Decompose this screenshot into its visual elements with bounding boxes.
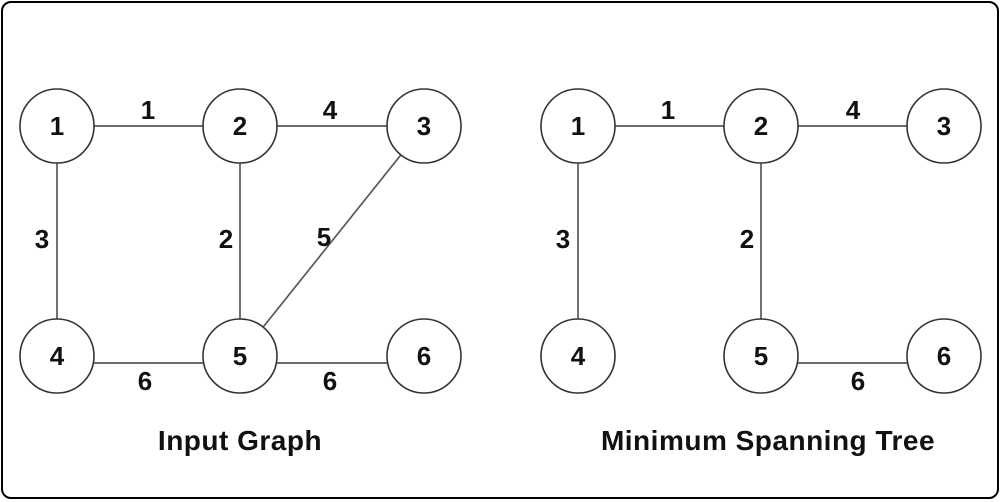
node-label-6: 6 (937, 341, 951, 371)
node-1 (19, 88, 95, 164)
node-5 (723, 318, 799, 394)
edge-weight-1-4: 3 (35, 224, 49, 254)
node-6 (906, 318, 982, 394)
edge-weight-5-6: 6 (851, 366, 865, 396)
edge-weight-2-5: 2 (219, 224, 233, 254)
edge-3-5 (239, 125, 425, 357)
edge-weight-1-4: 3 (556, 224, 570, 254)
node-3 (906, 88, 982, 164)
edge-weight-1-2: 1 (141, 95, 155, 125)
node-label-2: 2 (233, 111, 247, 141)
edge-weight-2-3: 4 (323, 95, 338, 125)
edge-weight-4-5: 6 (138, 366, 152, 396)
node-6 (386, 318, 462, 394)
node-label-3: 3 (417, 111, 431, 141)
node-4 (19, 318, 95, 394)
node-label-5: 5 (754, 341, 768, 371)
node-3 (386, 88, 462, 164)
edge-weight-3-5: 5 (317, 222, 331, 252)
node-label-3: 3 (937, 111, 951, 141)
input-graph-title: Input Graph (157, 425, 323, 456)
node-label-5: 5 (233, 341, 247, 371)
node-2 (202, 88, 278, 164)
input-graph: 1 2 3 4 5 6 1 4 3 2 5 6 6 (19, 88, 462, 396)
node-4 (540, 318, 616, 394)
node-1 (540, 88, 616, 164)
node-label-6: 6 (417, 341, 431, 371)
node-label-4: 4 (571, 341, 586, 371)
edge-weight-5-6: 6 (323, 366, 337, 396)
node-label-1: 1 (571, 111, 585, 141)
edge-weight-1-2: 1 (661, 95, 675, 125)
node-label-2: 2 (754, 111, 768, 141)
edge-weight-2-5: 2 (740, 224, 754, 254)
node-label-4: 4 (50, 341, 65, 371)
node-label-1: 1 (50, 111, 64, 141)
minimum-spanning-tree: 1 2 3 4 5 6 1 4 3 2 6 (540, 88, 982, 396)
mst-title: Minimum Spanning Tree (600, 425, 936, 456)
node-5 (202, 318, 278, 394)
edge-weight-2-3: 4 (846, 95, 861, 125)
node-2 (723, 88, 799, 164)
